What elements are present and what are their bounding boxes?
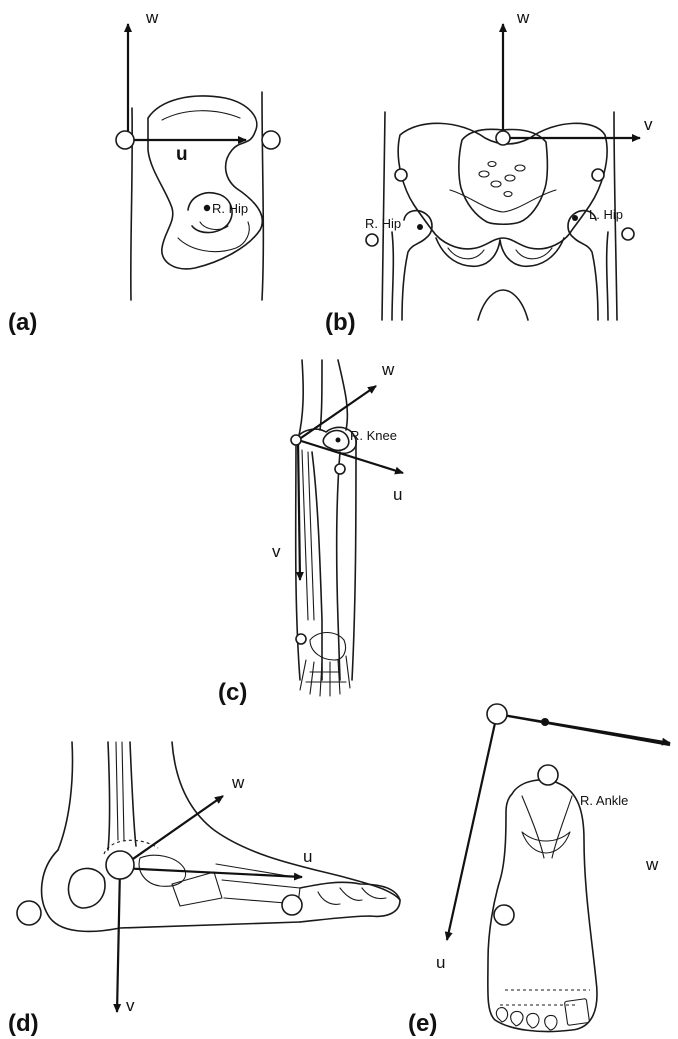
left-femur-outer — [607, 232, 608, 320]
femur-outline — [320, 360, 322, 430]
joint-label: R. Hip — [212, 201, 248, 216]
axis-v-arrow — [117, 868, 120, 1012]
sacral-foramen — [488, 162, 496, 167]
panel-tag: (a) — [8, 309, 37, 336]
axis-v-label: v — [126, 996, 135, 1015]
panel-e-foot-dorsal: w u R. Ankle (e) — [408, 704, 670, 1037]
tibia-outline — [312, 452, 322, 680]
joint-center-dot — [204, 205, 210, 211]
axis-u-label: u — [176, 144, 188, 165]
marker-circle — [395, 169, 407, 181]
panel-a-hip-lateral: w u R. Hip (a) — [8, 8, 280, 336]
sacral-foramen — [504, 192, 512, 197]
joint-label-right: R. Hip — [365, 216, 401, 231]
left-pubis — [500, 238, 564, 266]
marker-circle — [487, 704, 507, 724]
cuboid — [172, 872, 222, 906]
axis-w-label: w — [381, 360, 395, 379]
panel-tag: (c) — [218, 679, 247, 706]
marker-circle — [282, 895, 302, 915]
panel-b-pelvis-frontal: w v R. Hip L. Hip (b) — [325, 8, 653, 336]
tibia-outline — [337, 452, 340, 680]
axis-u-arrow — [120, 868, 302, 877]
sole-outline — [42, 850, 300, 931]
marker-circle — [496, 131, 510, 145]
obturator-left — [516, 248, 552, 259]
marker-circle — [291, 435, 301, 445]
calcaneus — [69, 868, 106, 908]
joint-label: R. Knee — [350, 428, 397, 443]
panel-d-foot-lateral: w u v (d) — [8, 742, 400, 1037]
ankle-crease — [522, 832, 570, 853]
toe — [527, 1013, 539, 1028]
leg-outline-right — [352, 440, 356, 680]
marker-circle — [296, 634, 306, 644]
big-toe-nail — [564, 999, 589, 1026]
fibula-outline — [308, 452, 314, 620]
axis-u-label: u — [436, 953, 445, 972]
toe — [511, 1011, 523, 1026]
joint-center-dot — [417, 224, 423, 230]
joint-label: R. Ankle — [580, 793, 628, 808]
thigh-outline — [338, 360, 347, 430]
joint-center-dot — [336, 438, 341, 443]
sacral-foramen — [505, 175, 515, 181]
body-outline-right — [262, 92, 263, 300]
acetabulum — [200, 222, 228, 229]
tibia-outline — [108, 742, 110, 850]
talus — [310, 633, 346, 661]
axis-w-label: w — [145, 8, 159, 27]
marker-circle — [17, 901, 41, 925]
axis-w-label: w — [516, 8, 530, 27]
axis-v-label: v — [272, 542, 281, 561]
marker-circle — [106, 851, 134, 879]
marker-circle — [335, 464, 345, 474]
panel-tag: (e) — [408, 1010, 437, 1037]
marker-circle — [538, 765, 558, 785]
pelvis-outline — [148, 96, 262, 269]
joint-center-dot — [541, 718, 549, 726]
joint-label-left: L. Hip — [589, 207, 623, 222]
axis-u-label: u — [393, 485, 402, 504]
pubic-outline — [178, 222, 249, 252]
left-femur — [568, 211, 598, 320]
joint-center-dot — [572, 215, 578, 221]
axis-v-label: v — [644, 115, 653, 134]
sacral-foramen — [479, 171, 489, 177]
toe — [496, 1008, 507, 1022]
axis-w-label: w — [645, 855, 659, 874]
axis-u-arrow — [447, 714, 497, 940]
marker-circle — [262, 131, 280, 149]
right-femur — [402, 211, 432, 320]
fibula-outline — [116, 742, 124, 840]
lower-arch — [478, 290, 528, 320]
marker-circle — [622, 228, 634, 240]
marker-circle — [494, 905, 514, 925]
toe — [545, 1015, 557, 1030]
tibia-outline — [130, 742, 136, 846]
axis-u-label: u — [303, 847, 312, 866]
tendon-lines — [522, 796, 572, 858]
sacral-foramen — [515, 165, 525, 171]
phalanges — [318, 888, 386, 904]
fibula-outline — [302, 450, 308, 620]
leg-outline-left — [58, 742, 72, 850]
marker-circle — [116, 131, 134, 149]
panel-c-knee-shank: w u v R. Knee (c) — [218, 360, 403, 706]
femur-outline — [298, 360, 303, 440]
axis-v-arrow — [298, 440, 300, 580]
panel-tag: (b) — [325, 309, 356, 336]
axis-w-arrow — [497, 714, 670, 743]
toes-outline — [300, 882, 400, 922]
right-femur-outer — [392, 232, 393, 320]
metatarsals — [300, 656, 350, 696]
sacral-foramen — [491, 181, 501, 187]
axis-w-label: w — [231, 773, 245, 792]
iliac-crest-inner — [162, 111, 240, 120]
marker-circle — [592, 169, 604, 181]
panel-tag: (d) — [8, 1010, 39, 1037]
marker-circle — [366, 234, 378, 246]
